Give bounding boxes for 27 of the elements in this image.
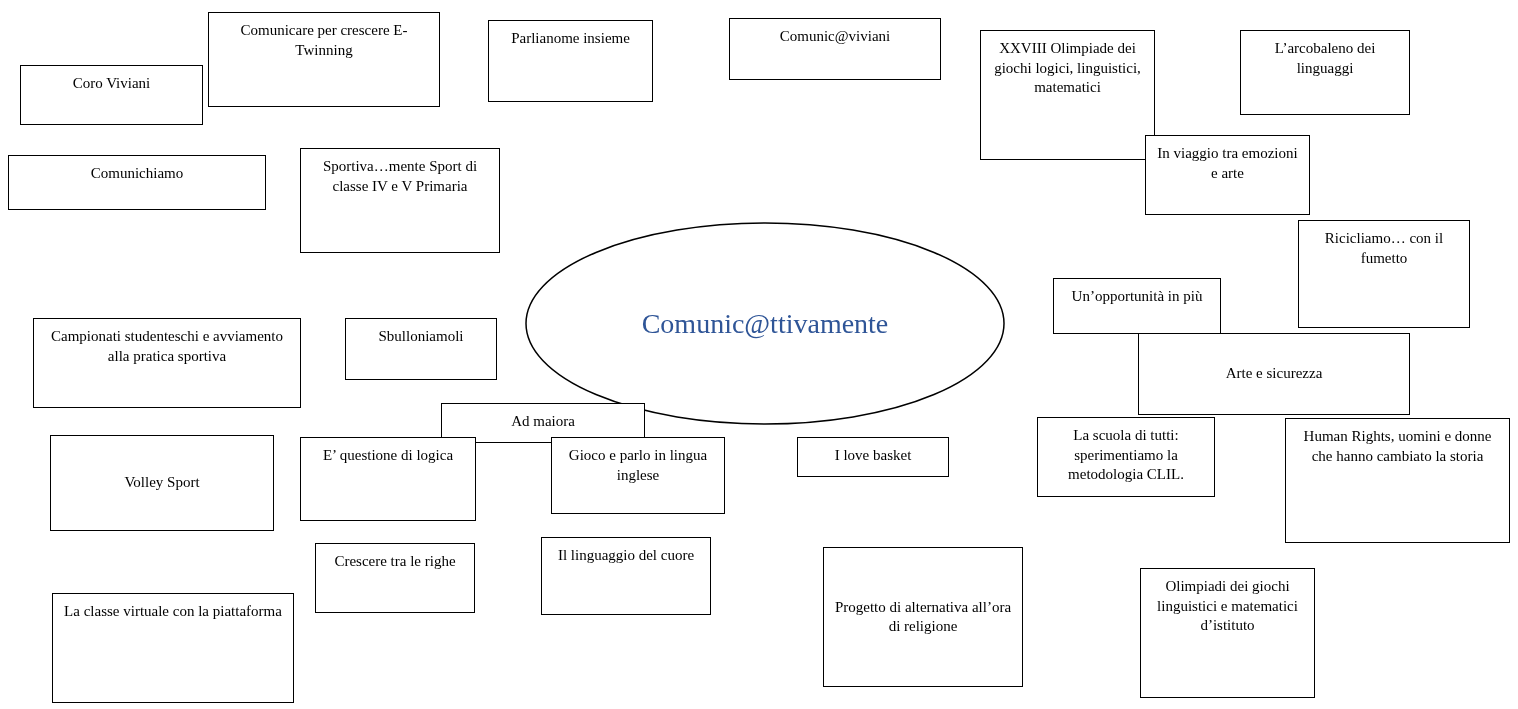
project-box: Parlianome insieme (488, 20, 653, 102)
project-box: Il linguaggio del cuore (541, 537, 711, 615)
project-box: Sbulloniamoli (345, 318, 497, 380)
project-box: Ad maiora (441, 403, 645, 443)
project-box: Coro Viviani (20, 65, 203, 125)
project-box: Olimpiadi dei giochi linguistici e matematici d’istituto (1140, 568, 1315, 698)
project-box: Comunichiamo (8, 155, 266, 210)
project-box: Gioco e parlo in lingua inglese (551, 437, 725, 514)
project-box: La scuola di tutti: sperimentiamo la metodologia CLIL. (1037, 417, 1215, 497)
project-box: Comunicare per crescere E- Twinning (208, 12, 440, 107)
project-box: I love basket (797, 437, 949, 477)
project-box: XXVIII Olimpiade dei giochi logici, linguistici, matematici (980, 30, 1155, 160)
project-box: Crescere tra le righe (315, 543, 475, 613)
project-box: L’arcobaleno dei linguaggi (1240, 30, 1410, 115)
project-box: Comunic@viviani (729, 18, 941, 80)
project-box: Arte e sicurezza (1138, 333, 1410, 415)
project-box: In viaggio tra emozioni e arte (1145, 135, 1310, 215)
central-title: Comunic@ttivamente (640, 307, 890, 340)
project-box: Human Rights, uomini e donne che hanno cambiato la storia (1285, 418, 1510, 543)
project-box: Volley Sport (50, 435, 274, 531)
project-box: Un’opportunità in più (1053, 278, 1221, 334)
project-box: Campionati studenteschi e avviamento alla pratica sportiva (33, 318, 301, 408)
project-box: Ricicliamo… con il fumetto (1298, 220, 1470, 328)
project-box: La classe virtuale con la piattaforma (52, 593, 294, 703)
project-box: E’ questione di logica (300, 437, 476, 521)
project-box: Sportiva…mente Sport di classe IV e V Primaria (300, 148, 500, 253)
project-box: Progetto di alternativa all’ora di religione (823, 547, 1023, 687)
